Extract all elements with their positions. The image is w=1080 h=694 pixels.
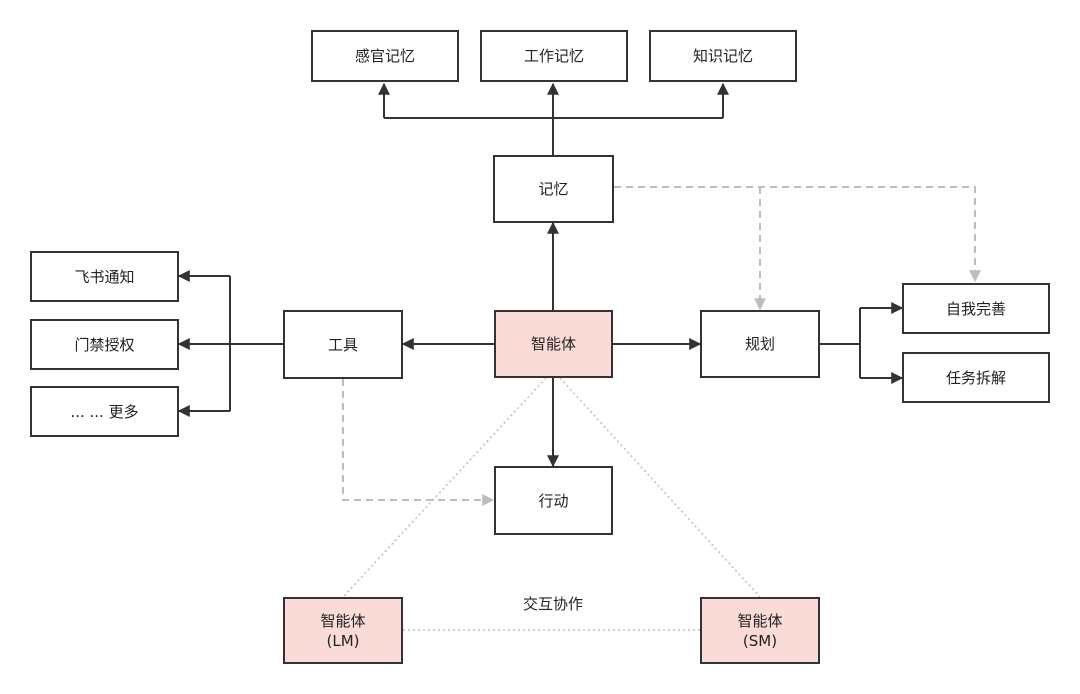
memory-node: 记忆 [493, 155, 614, 223]
self-improve-label: 自我完善 [945, 299, 1006, 318]
tools-node: 工具 [283, 310, 403, 379]
tools-tree-edges [177, 270, 283, 417]
task-decompose-label: 任务拆解 [945, 368, 1006, 387]
agent-sm-node: 智能体 (SM) [700, 597, 820, 664]
edge-memory-to-self-improve [614, 186, 981, 283]
more-tools-node: ... ... 更多 [30, 386, 179, 437]
more-tools-label: ... ... 更多 [70, 402, 139, 421]
agent-label: 智能体 [530, 335, 576, 353]
planning-tree-edges [820, 302, 904, 384]
access-control-label: 门禁授权 [74, 335, 135, 354]
agent-node: 智能体 [494, 310, 613, 378]
self-improve-node: 自我完善 [902, 283, 1050, 334]
interaction-edge-label: 交互协作 [522, 595, 583, 613]
memory-tree-edges [378, 82, 729, 155]
sensory-memory-label: 感官记忆 [354, 47, 415, 65]
task-decompose-node: 任务拆解 [902, 352, 1050, 403]
edge-tools-to-action [342, 379, 495, 506]
agent-sm-subtitle: (SM) [742, 631, 778, 650]
feishu-notify-label: 飞书通知 [74, 267, 135, 286]
knowledge-memory-node: 知识记忆 [649, 30, 797, 82]
action-label: 行动 [538, 491, 569, 510]
sensory-memory-node: 感官记忆 [311, 30, 459, 82]
agent-sm-title: 智能体 [737, 611, 783, 630]
working-memory-node: 工作记忆 [480, 30, 628, 82]
action-node: 行动 [494, 466, 613, 535]
tools-label: 工具 [327, 335, 358, 354]
planning-node: 规划 [700, 310, 820, 378]
agent-lm-subtitle: (LM) [326, 631, 360, 650]
access-control-node: 门禁授权 [30, 319, 179, 370]
agent-edges [401, 221, 702, 468]
agent-lm-title: 智能体 [320, 611, 366, 630]
memory-label: 记忆 [538, 180, 569, 198]
agent-lm-node: 智能体 (LM) [283, 597, 403, 664]
working-memory-label: 工作记忆 [523, 47, 584, 65]
knowledge-memory-label: 知识记忆 [692, 47, 753, 65]
feishu-notify-node: 飞书通知 [30, 251, 179, 302]
planning-label: 规划 [744, 335, 775, 353]
dashed-edges [342, 186, 981, 506]
